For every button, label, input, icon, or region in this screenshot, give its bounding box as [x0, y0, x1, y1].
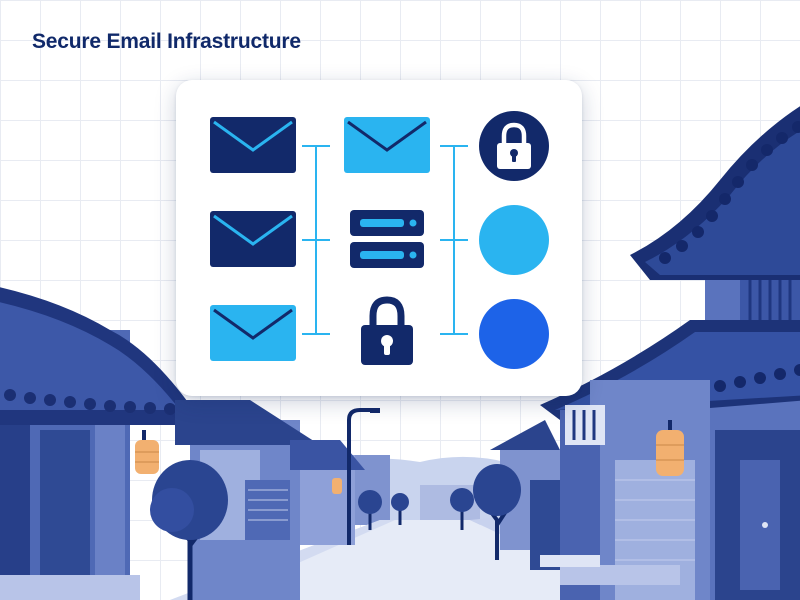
envelope-icon	[210, 117, 296, 173]
infrastructure-card	[176, 80, 582, 396]
connector-right	[440, 145, 468, 335]
envelope-icon	[210, 211, 296, 267]
sky-circle	[479, 205, 549, 275]
infrastructure-diagram	[210, 111, 549, 369]
lock-icon	[361, 296, 413, 365]
page-title: Secure Email Infrastructure	[32, 30, 301, 53]
envelope-icon	[210, 305, 296, 361]
blue-circle	[479, 299, 549, 369]
envelope-icon	[344, 117, 430, 173]
connector-left	[302, 145, 330, 335]
server-icon	[350, 210, 424, 268]
lock-circle-icon	[479, 111, 549, 181]
